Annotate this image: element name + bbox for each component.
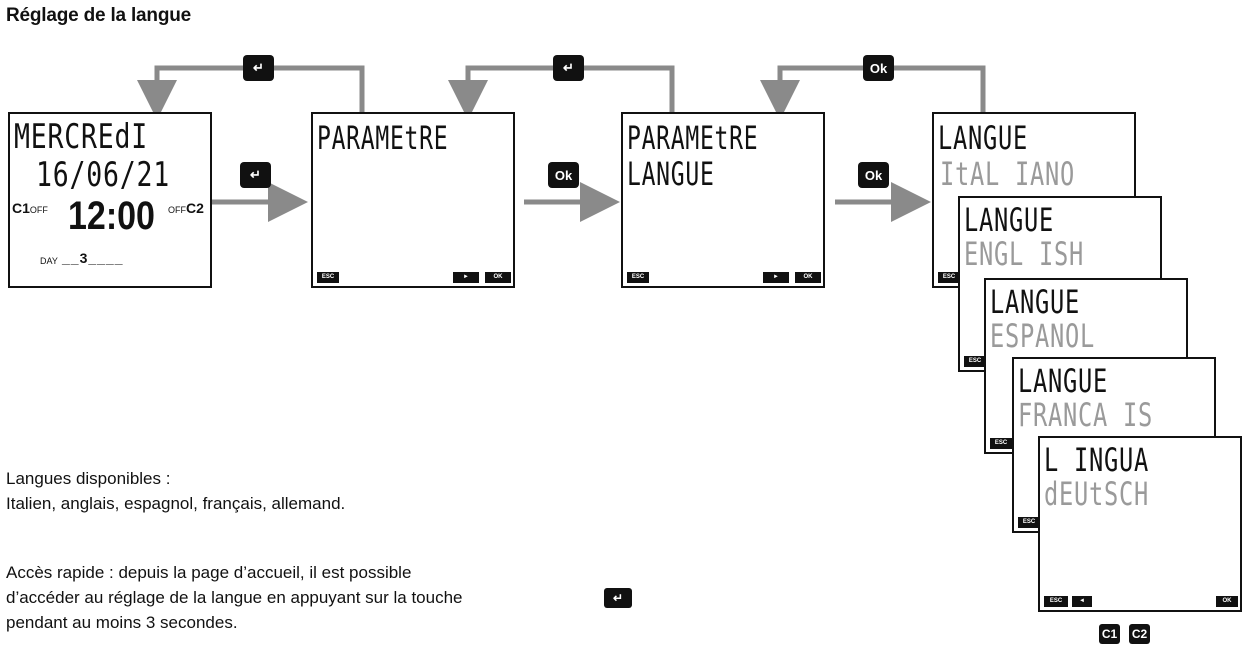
lcd-label: LANGUE	[990, 283, 1080, 321]
day-indicator: __3____	[62, 250, 124, 266]
softkey-esc: ESC	[990, 438, 1012, 449]
lcd-language-german: L INGUA dEUtSCH ESC ◄ OK	[1038, 436, 1242, 612]
enter-key-icon: ↵	[604, 588, 632, 608]
lcd-label: LANGUE	[1018, 362, 1108, 400]
lcd-parameter-screen: PARAMEtRE ESC ► OK	[311, 112, 515, 288]
lcd-time: 12:00	[68, 194, 155, 238]
ok-key-icon: Ok	[863, 55, 894, 81]
lcd-value: FRANCA IS	[1018, 396, 1153, 434]
softkey-esc: ESC	[1018, 517, 1040, 528]
ok-key-icon: Ok	[858, 162, 889, 188]
c1-status: C1OFF	[12, 200, 48, 216]
softkey-esc: ESC	[938, 272, 960, 283]
c2-status: OFFC2	[168, 200, 204, 216]
lcd-line-1: PARAMEtRE	[627, 119, 759, 157]
ok-key-icon: Ok	[548, 162, 579, 188]
softkey-ok: OK	[795, 272, 821, 283]
lcd-value: ENGL ISH	[964, 235, 1084, 273]
lcd-value: dEUtSCH	[1044, 475, 1149, 513]
lcd-line-1: PARAMEtRE	[317, 119, 449, 157]
lcd-label: LANGUE	[964, 201, 1054, 239]
lcd-parameter-language-screen: PARAMEtRE LANGUE ESC ► OK	[621, 112, 825, 288]
softkey-ok: OK	[1216, 596, 1238, 607]
lcd-date: 16/06/21	[36, 155, 170, 195]
quick-access-line-1: Accès rapide : depuis la page d’accueil,…	[6, 563, 412, 582]
lcd-label: L INGUA	[1044, 441, 1149, 479]
lcd-line-2: LANGUE	[627, 155, 715, 193]
softkey-esc: ESC	[317, 272, 339, 283]
page-title: Réglage de la langue	[6, 5, 191, 26]
lcd-day: MERCREdI	[14, 117, 148, 157]
enter-key-icon: ↵	[240, 162, 271, 188]
quick-access-line-2: d’accéder au réglage de la langue en app…	[6, 585, 463, 610]
lcd-value: ESPANOL	[990, 317, 1095, 355]
available-languages-list: Italien, anglais, espagnol, français, al…	[6, 494, 346, 513]
quick-access-line-3: pendant au moins 3 secondes.	[6, 613, 238, 632]
softkey-next: ►	[763, 272, 789, 283]
lcd-value: ItAL IANO	[940, 155, 1075, 193]
lcd-label: LANGUE	[938, 119, 1028, 157]
lcd-home-screen: MERCREdI 16/06/21 C1OFF 12:00 OFFC2 DAY …	[8, 112, 212, 288]
c1-key-icon: C1	[1099, 624, 1120, 644]
softkey-esc: ESC	[627, 272, 649, 283]
softkey-back: ◄	[1072, 596, 1092, 607]
enter-key-icon: ↵	[243, 55, 274, 81]
softkey-ok: OK	[485, 272, 511, 283]
quick-access-line-2-text: d’accéder au réglage de la langue en app…	[6, 588, 463, 607]
softkey-esc: ESC	[1044, 596, 1068, 607]
day-label: DAY	[40, 256, 58, 266]
available-languages-title: Langues disponibles :	[6, 469, 171, 488]
c2-key-icon: C2	[1129, 624, 1150, 644]
softkey-esc: ESC	[964, 356, 986, 367]
softkey-next: ►	[453, 272, 479, 283]
enter-key-icon: ↵	[553, 55, 584, 81]
